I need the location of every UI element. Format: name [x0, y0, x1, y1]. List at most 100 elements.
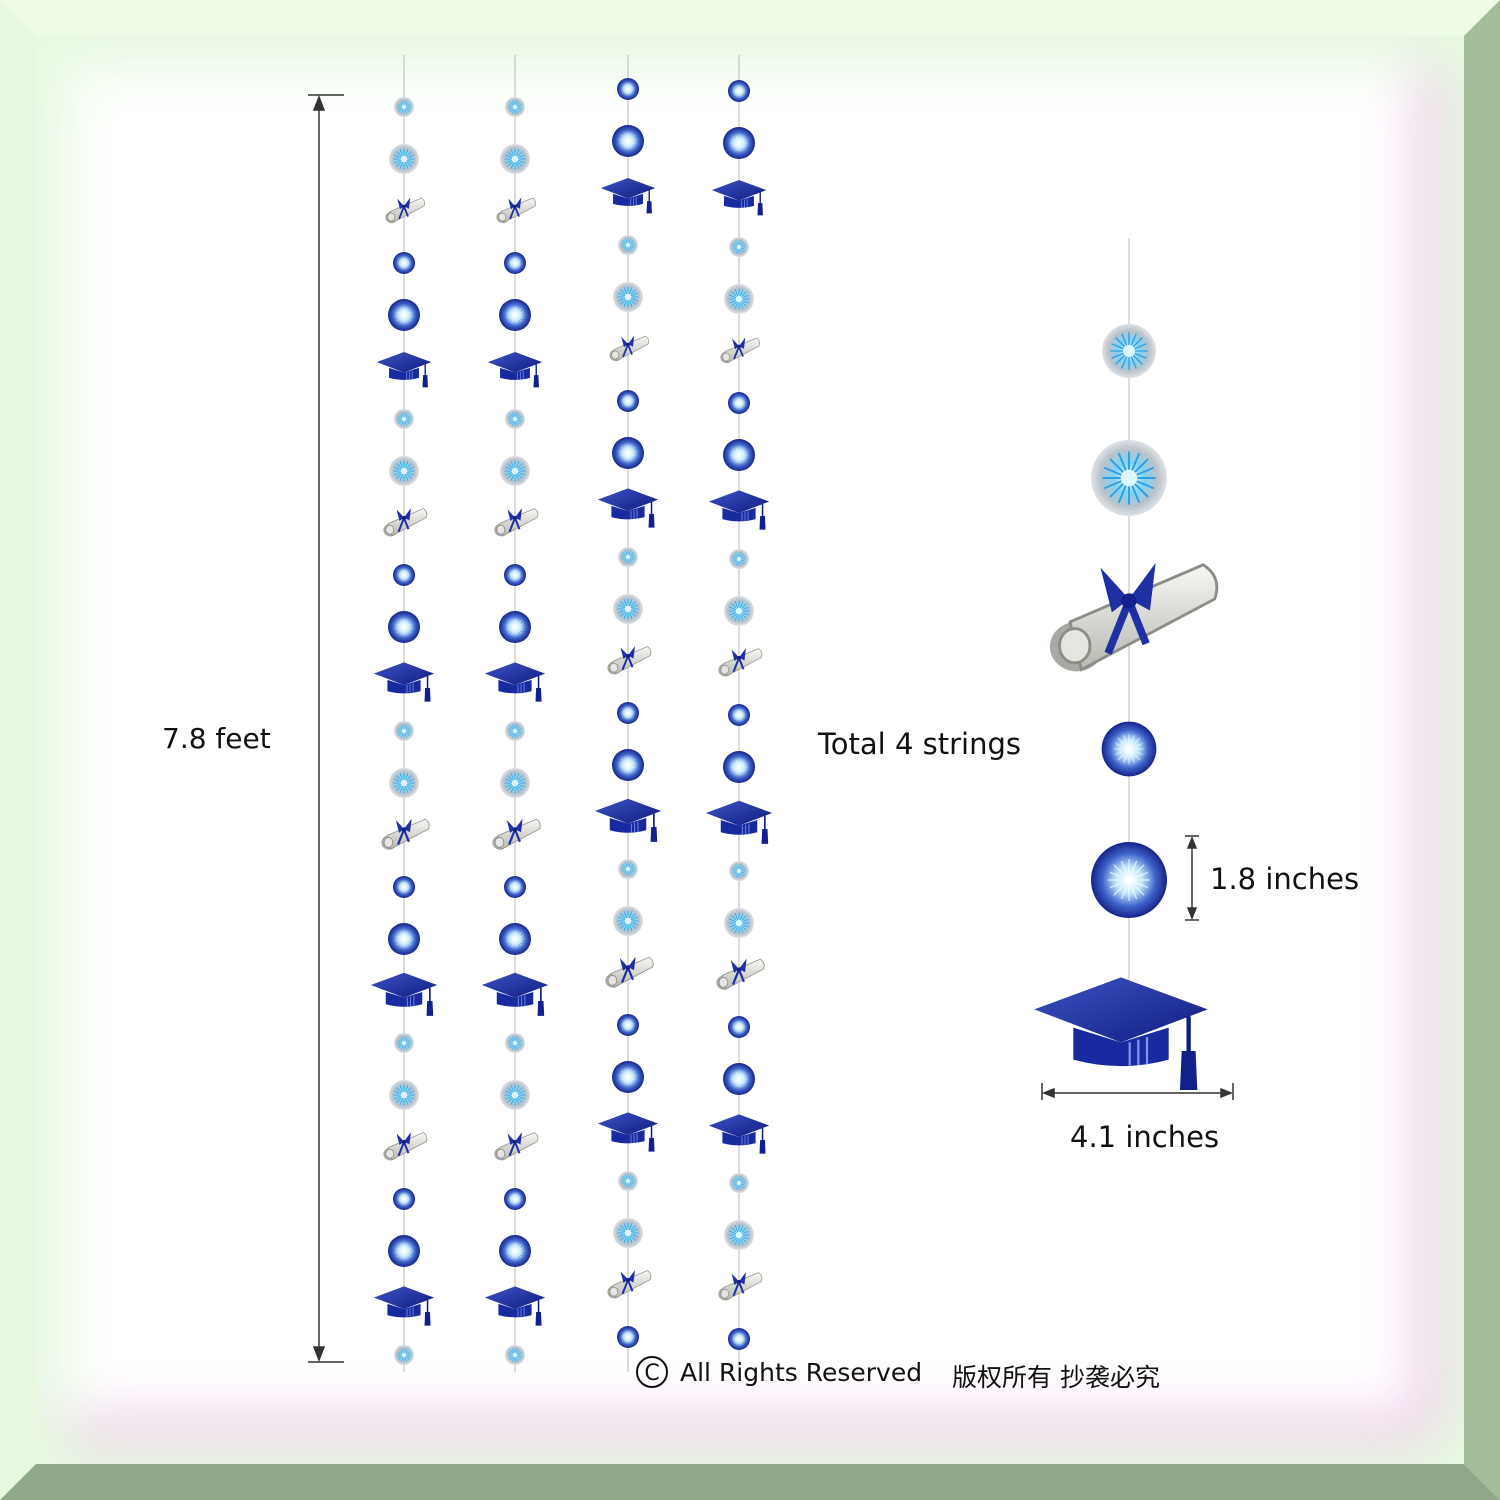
diploma-ornament: [492, 819, 540, 850]
diploma-ornament: [494, 1132, 538, 1160]
diploma-ornament: [605, 957, 653, 988]
small-blue-ornament: [727, 1015, 751, 1039]
small-blue-ornament: [727, 391, 751, 415]
diploma-ornament: [383, 508, 427, 536]
silver-burst-ornament: [1102, 324, 1156, 378]
blue-burst-ornament: [611, 748, 645, 782]
height-dimension: [308, 94, 344, 1363]
silver-burst-ornament: [389, 1080, 419, 1110]
cap-width-label: 4.1 inches: [1070, 1120, 1220, 1154]
small-blue-ornament: [616, 701, 640, 725]
width-dimension: [1041, 1083, 1234, 1100]
small-silver-ornament: [729, 237, 749, 257]
silver-burst-ornament: [613, 1218, 643, 1248]
small-silver-ornament: [505, 1345, 525, 1365]
blue-burst-ornament: [498, 610, 532, 644]
silver-burst-ornament: [500, 456, 530, 486]
small-silver-ornament: [394, 1033, 414, 1053]
blue-burst-ornament: [498, 1234, 532, 1268]
blue-burst-ornament: [387, 922, 421, 956]
blue-burst-ornament: [387, 298, 421, 332]
blue-burst-ornament: [722, 438, 756, 472]
circle-diameter-label: 1.8 inches: [1210, 862, 1360, 896]
diploma-ornament: [383, 1132, 427, 1160]
blue-burst-ornament: [498, 922, 532, 956]
small-blue-ornament: [727, 1327, 751, 1351]
diploma-ornament: [718, 1272, 762, 1300]
small-silver-ornament: [729, 861, 749, 881]
small-silver-ornament: [394, 97, 414, 117]
blue-burst-ornament: [611, 1060, 645, 1094]
blue-burst-large-ornament: [1090, 841, 1168, 919]
silver-burst-ornament: [613, 906, 643, 936]
small-blue-ornament: [503, 563, 527, 587]
small-silver-ornament: [505, 1033, 525, 1053]
small-blue-ornament: [392, 1187, 416, 1211]
blue-burst-ornament: [387, 1234, 421, 1268]
copyright-text: All Rights Reserved: [680, 1357, 923, 1387]
blue-burst-ornament: [611, 124, 645, 158]
small-blue-ornament: [392, 875, 416, 899]
silver-burst-ornament: [389, 144, 419, 174]
small-blue-ornament: [616, 1013, 640, 1037]
blue-burst-ornament: [387, 610, 421, 644]
silver-burst-ornament: [389, 456, 419, 486]
diameter-dimension: [1185, 835, 1199, 921]
small-blue-ornament: [392, 251, 416, 275]
silver-burst-ornament: [613, 594, 643, 624]
total-strings-label: Total 4 strings: [818, 727, 1021, 761]
blue-burst-ornament: [722, 126, 756, 160]
silver-burst-ornament: [500, 768, 530, 798]
small-silver-ornament: [394, 721, 414, 741]
diploma-ornament: [607, 1270, 651, 1298]
diploma-ornament: [385, 198, 424, 224]
silver-burst-ornament: [389, 768, 419, 798]
silver-burst-ornament: [724, 1220, 754, 1250]
small-silver-ornament: [618, 547, 638, 567]
diploma-ornament: [1050, 563, 1217, 672]
small-blue-ornament: [392, 563, 416, 587]
small-silver-ornament: [729, 549, 749, 569]
silver-burst-ornament: [724, 596, 754, 626]
diploma-ornament: [720, 338, 759, 364]
garland-strings: [371, 55, 772, 1372]
small-blue-ornament: [727, 79, 751, 103]
small-blue-ornament: [616, 77, 640, 101]
small-silver-ornament: [505, 97, 525, 117]
silver-burst-large-ornament: [1091, 440, 1167, 516]
diploma-ornament: [381, 819, 429, 850]
silver-burst-ornament: [500, 144, 530, 174]
silver-burst-ornament: [500, 1080, 530, 1110]
small-silver-ornament: [618, 235, 638, 255]
silver-burst-ornament: [724, 908, 754, 938]
small-silver-ornament: [729, 1173, 749, 1193]
blue-burst-ornament: [611, 436, 645, 470]
copyright-notice: C All Rights Reserved: [636, 1356, 922, 1388]
diploma-ornament: [609, 336, 648, 362]
small-silver-ornament: [618, 1171, 638, 1191]
small-blue-ornament: [616, 389, 640, 413]
small-blue-ornament: [616, 1325, 640, 1349]
small-silver-ornament: [505, 721, 525, 741]
detail-string: [1034, 238, 1217, 1090]
small-silver-ornament: [394, 1345, 414, 1365]
diploma-ornament: [607, 646, 651, 674]
chinese-copyright-notice: 版权所有 抄袭必究: [952, 1363, 1160, 1392]
diploma-ornament: [716, 959, 764, 990]
silver-burst-ornament: [613, 282, 643, 312]
blue-burst-large-ornament: [1101, 721, 1157, 777]
small-blue-ornament: [503, 1187, 527, 1211]
small-silver-ornament: [505, 409, 525, 429]
blue-burst-ornament: [498, 298, 532, 332]
height-label: 7.8 feet: [162, 722, 271, 755]
small-blue-ornament: [503, 251, 527, 275]
diploma-ornament: [494, 508, 538, 536]
diploma-ornament: [718, 648, 762, 676]
silver-burst-ornament: [724, 284, 754, 314]
cap-ornament: [1034, 977, 1207, 1090]
diploma-ornament: [496, 198, 535, 224]
small-blue-ornament: [503, 875, 527, 899]
